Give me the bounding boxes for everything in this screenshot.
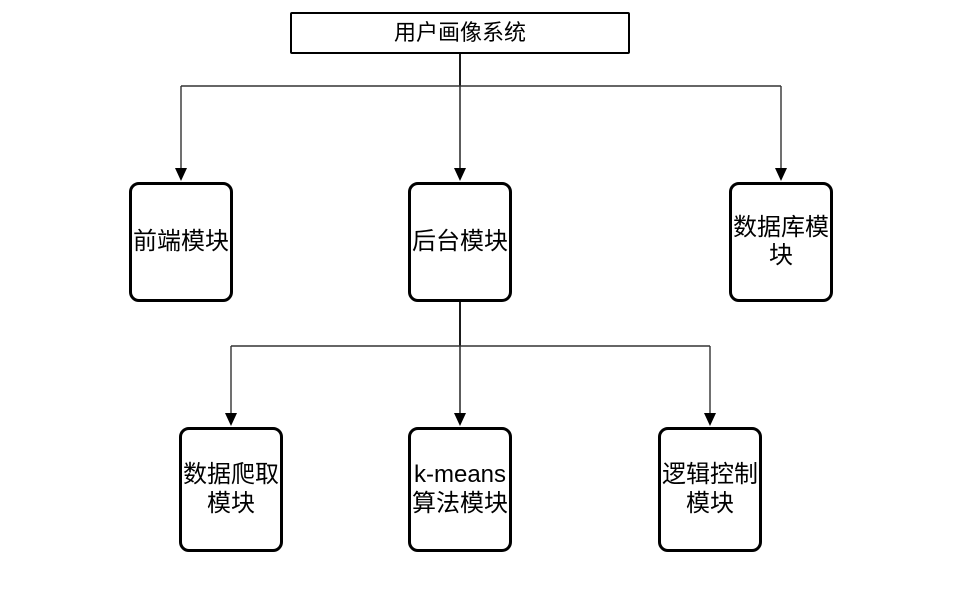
node-kmeans[interactable]: k-means算法模块 (408, 427, 512, 552)
node-logic-label: 逻辑控制模块 (662, 461, 758, 517)
arrowhead-frontend (175, 168, 187, 181)
node-backend[interactable]: 后台模块 (408, 182, 512, 302)
arrowhead-kmeans (454, 413, 466, 426)
arrowhead-backend (454, 168, 466, 181)
node-database[interactable]: 数据库模块 (729, 182, 833, 302)
node-root[interactable]: 用户画像系统 (290, 12, 630, 54)
node-frontend-label: 前端模块 (133, 227, 229, 255)
node-database-label: 数据库模块 (733, 213, 829, 269)
node-crawler[interactable]: 数据爬取模块 (179, 427, 283, 552)
arrowhead-database (775, 168, 787, 181)
node-frontend[interactable]: 前端模块 (129, 182, 233, 302)
node-crawler-label: 数据爬取模块 (183, 461, 279, 517)
node-kmeans-label: k-means算法模块 (412, 461, 508, 517)
node-logic[interactable]: 逻辑控制模块 (658, 427, 762, 552)
node-backend-label: 后台模块 (412, 227, 508, 255)
node-root-label: 用户画像系统 (393, 20, 526, 46)
arrowhead-crawler (225, 413, 237, 426)
arrowhead-logic (704, 413, 716, 426)
